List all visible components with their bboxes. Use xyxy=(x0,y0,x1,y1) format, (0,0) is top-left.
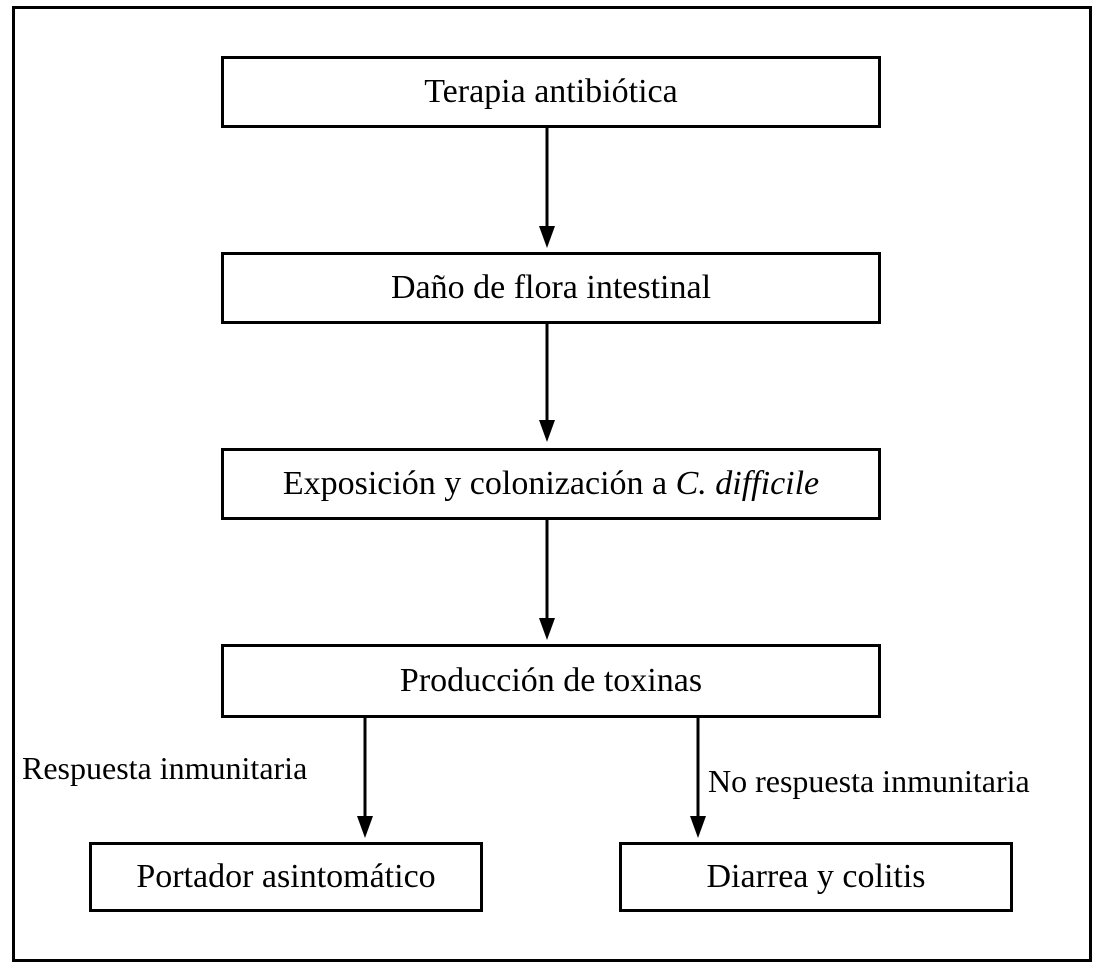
edge-label-respuesta-inmunitaria: Respuesta inmunitaria xyxy=(22,750,308,786)
arrow-produccion-to-diarrea xyxy=(690,716,706,838)
node-terapia-label: Terapia antibiótica xyxy=(424,73,678,110)
node-exposicion-italic: C. difficile xyxy=(675,465,820,502)
node-diarrea-label: Diarrea y colitis xyxy=(706,858,926,895)
node-exposicion-label: Exposición y colonización a xyxy=(282,465,676,502)
node-exposicion-colonizacion: Exposición y colonización a C. difficile xyxy=(221,448,881,520)
node-portador-asintomatico: Portador asintomático xyxy=(89,842,483,912)
node-dano-flora: Daño de flora intestinal xyxy=(221,252,881,324)
arrow-terapia-to-dano xyxy=(539,126,555,248)
node-portador-label: Portador asintomático xyxy=(136,858,436,895)
node-dano-label: Daño de flora intestinal xyxy=(390,269,712,306)
diagram-frame xyxy=(12,6,1092,962)
arrow-dano-to-exposicion xyxy=(539,323,555,442)
arrow-exposicion-to-produccion xyxy=(539,518,555,640)
node-terapia-antibiotica: Terapia antibiótica xyxy=(221,56,881,128)
edge-label-no-respuesta-inmunitaria: No respuesta inmunitaria xyxy=(708,763,1030,799)
node-diarrea-colitis: Diarrea y colitis xyxy=(619,842,1013,912)
node-produccion-label: Producción de toxinas xyxy=(399,662,703,699)
node-produccion-toxinas: Producción de toxinas xyxy=(221,644,881,718)
arrow-produccion-to-portador xyxy=(357,716,373,838)
